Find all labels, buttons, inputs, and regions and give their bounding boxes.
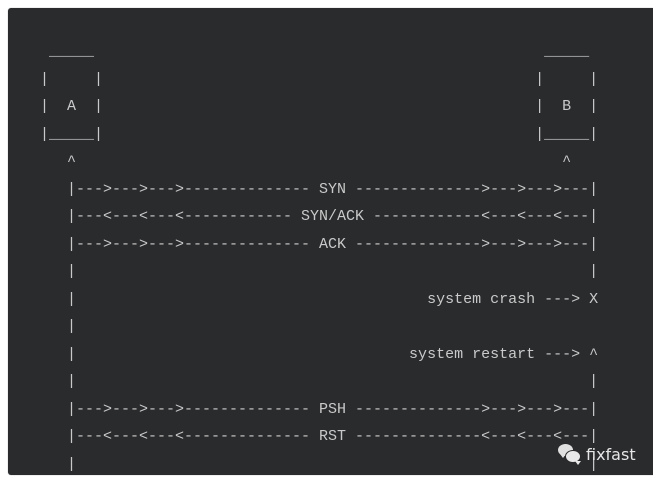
timeline-gap: | | [40,263,599,280]
message-psh: |--->--->--->-------------- PSH --------… [40,400,599,418]
message-ack: |--->--->--->-------------- ACK --------… [40,235,599,253]
timeline-gap: | [40,318,77,335]
message-rst: |---<---<---<-------------- RST --------… [40,428,599,445]
watermark-text: fixfast [586,444,636,464]
event-system-crash: | system crash ---> X [40,290,599,308]
timeline-gap: | | [40,373,599,390]
event-system-restart: | system restart ---> ^ [40,345,599,363]
message-syn: |--->--->--->-------------- SYN --------… [40,180,599,198]
box-label-line: | A | | B | [40,98,599,115]
wechat-icon [558,443,582,465]
timeline-end: | | [40,455,599,473]
box-bottom-line: |_____| |_____| [40,125,599,143]
box-top-line: _____ _____ [40,43,590,60]
message-syn-ack: |---<---<---<------------ SYN/ACK ------… [40,208,599,225]
box-side-line: | | | | [40,70,599,88]
caret-line: ^ ^ [40,153,572,170]
watermark: fixfast [558,443,636,465]
code-block-panel: _____ _____| | | || A | | B ||_____| [8,8,653,475]
ascii-diagram: _____ _____| | | || A | | B ||_____| [40,38,598,478]
